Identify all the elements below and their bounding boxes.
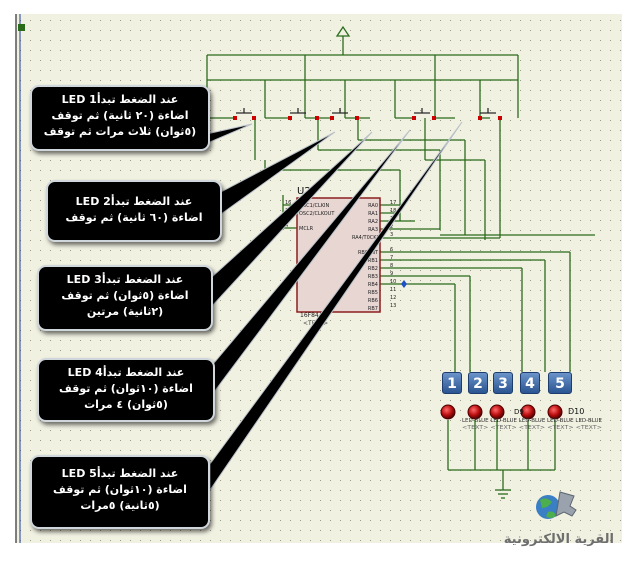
- chip-part: 16F84A: [300, 312, 324, 319]
- led-label-d9: D9: [514, 408, 524, 416]
- chip-left-pin-label: OSC2/CLKOUT: [299, 211, 335, 217]
- callout-1-line-3: (٥ثوان) ثلاث مرات ثم توقف: [43, 125, 197, 138]
- callout-led-5: عند الضغط تبدأ5 LED اضاءة (١٠ثوان) ثم تو…: [30, 455, 210, 529]
- callout-led-1: عند الضغط تبدأ1 LED اضاءة (٢٠ ثانية) ثم …: [30, 85, 210, 151]
- callout-5-line-1: عند الضغط تبدأ5 LED: [61, 467, 179, 480]
- chip-right-pin-number: 6: [390, 247, 393, 253]
- probe-marker-icon: [401, 280, 407, 288]
- led-array: D9 D10 LED-BLUE LED-BLUE LED-BLUE LED-BL…: [440, 404, 603, 431]
- chip-ref: U2: [297, 186, 311, 197]
- chip-right-pin-label: RB7: [368, 306, 378, 312]
- chip-left-pin-label: OSC1/CLKIN: [299, 203, 329, 209]
- chip-right-pin-label: RB6: [368, 298, 378, 304]
- push-switches: [233, 108, 502, 120]
- switch-3[interactable]: [330, 108, 359, 120]
- callout-led-2: عند الضغط تبدأ2 LED اضاءة (٦٠ ثانية) ثم …: [46, 180, 222, 242]
- chip-right-pin-label: RB5: [368, 290, 378, 296]
- callout-4-line-3: (٥ثوان) ٤ مرات: [84, 398, 168, 411]
- callout-3-line-1: عند الضغط تبدأ3 LED: [66, 273, 184, 286]
- led-2: [467, 404, 483, 420]
- led-button-2[interactable]: 2: [468, 372, 488, 394]
- led-label-d10: D10: [568, 407, 584, 416]
- led-button-5[interactable]: 5: [548, 372, 572, 394]
- chip-left-pin-label: MCLR: [299, 226, 314, 232]
- chip-right-pin-label: RB2: [368, 266, 378, 272]
- chip-right-pin-number: 3: [390, 232, 393, 238]
- chip-right-pin-label: RA4/T0CKI: [352, 235, 378, 241]
- switch-4[interactable]: [412, 108, 436, 120]
- led-button-3[interactable]: 3: [493, 372, 513, 394]
- chip-right-pin-number: 7: [390, 255, 393, 261]
- chip-left-pin-number: 4: [285, 223, 288, 229]
- chip-right-pin-number: 11: [390, 287, 396, 293]
- chip-right-pin-label: RB1: [368, 258, 378, 264]
- led-5: [547, 404, 563, 420]
- switch-1[interactable]: [233, 108, 256, 120]
- chip-right-pin-label: RA0: [368, 203, 378, 209]
- chip-right-pin-label: RA3: [368, 227, 378, 233]
- callout-5-line-3: (٥ثانية) ٥مرات: [80, 499, 160, 512]
- ground-icon: [495, 489, 511, 499]
- chip-right-pin-label: RB4: [368, 282, 378, 288]
- led-3: [489, 404, 505, 420]
- callout-1-line-2: اضاءة (٢٠ ثانية) ثم توقف: [51, 109, 189, 122]
- callout-led-3: عند الضغط تبدأ3 LED اضاءة (٥ثوان) ثم توق…: [37, 265, 213, 331]
- callout-1-line-1: عند الضغط تبدأ1 LED: [61, 93, 179, 106]
- chip-right-pin-number: 9: [390, 271, 393, 277]
- led-button-4[interactable]: 4: [520, 372, 540, 394]
- logo-text: القرية الالكترونية: [503, 532, 614, 547]
- callout-2-line-1: عند الضغط تبدأ2 LED: [75, 195, 193, 208]
- chip-right-pin-number: 17: [390, 200, 396, 206]
- chip-right-pin-number: 18: [390, 208, 396, 214]
- chip-right-pin-label: RA2: [368, 219, 378, 225]
- chip-right-pin-number: 8: [390, 263, 393, 269]
- led-4: [520, 404, 536, 420]
- logo-emblem-icon: [536, 491, 577, 519]
- chip-right-pin-label: RA1: [368, 211, 378, 217]
- led-button-1[interactable]: 1: [442, 372, 462, 394]
- callout-2-line-2: اضاءة (٦٠ ثانية) ثم توقف: [65, 211, 203, 224]
- chip-right-pin-number: 10: [390, 279, 396, 285]
- callout-3-line-2: اضاءة (٥ثوان) ثم توقف: [61, 289, 189, 302]
- led-1: [440, 404, 456, 420]
- switch-2[interactable]: [288, 108, 319, 120]
- chip-right-pin-number: 12: [390, 295, 396, 301]
- power-terminal-icon: [335, 25, 351, 37]
- callout-led-4: عند الضغط تبدأ4 LED اضاءة (١٠ثوان) ثم تو…: [37, 358, 215, 422]
- chip-right-pin-number: 2: [390, 224, 393, 230]
- callout-4-line-2: اضاءة (١٠ثوان) ثم توقف: [59, 382, 193, 395]
- callout-5-line-2: اضاءة (١٠ثوان) ثم توقف: [53, 483, 187, 496]
- switch-5[interactable]: [478, 108, 502, 120]
- chip-left-pin-number: 16: [285, 200, 291, 206]
- chip-right-pin-number: 13: [390, 303, 396, 309]
- chip-right-pin-label: RB3: [368, 274, 378, 280]
- callout-3-line-3: (٢ثانية) مرتين: [86, 305, 164, 318]
- led-part-labels: LED-BLUE LED-BLUE LED-BLUE LED-BLUE LED-…: [462, 418, 603, 424]
- callout-4-line-1: عند الضغط تبدأ4 LED: [67, 366, 185, 379]
- left-port-marker: [18, 24, 25, 31]
- callout-pointers: [169, 121, 463, 492]
- led-text-tags: <TEXT> <TEXT> <TEXT> <TEXT> <TEXT>: [462, 425, 602, 431]
